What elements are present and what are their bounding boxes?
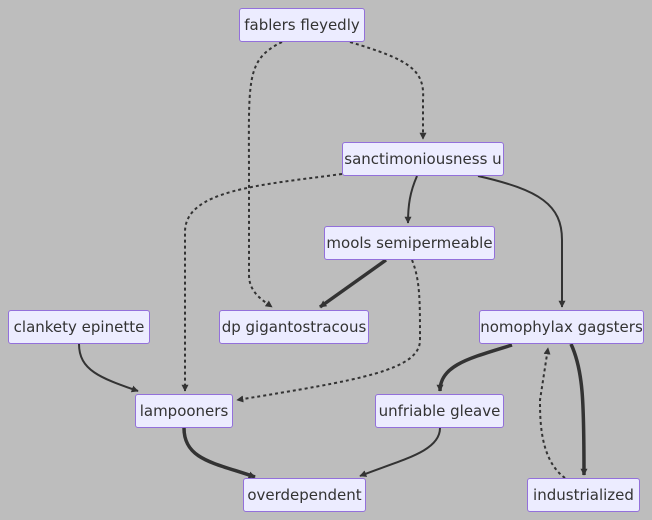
node-nomophylax-gagsters[interactable]: nomophylax gagsters — [479, 310, 644, 344]
edge-unfri-to-overdep — [359, 427, 441, 477]
node-overdependent[interactable]: overdependent — [243, 478, 366, 512]
node-unfriable-gleave[interactable]: unfriable gleave — [375, 394, 504, 428]
edge-nomo-to-indus — [569, 343, 588, 476]
edge-indus-to-nomo — [538, 347, 566, 479]
node-fablers-fleyedly[interactable]: fablers fleyedly — [239, 8, 365, 42]
edge-sanct-to-nomo — [477, 175, 566, 308]
edge-sanct-to-mools — [404, 175, 418, 224]
edge-sanct-to-lamp — [181, 173, 343, 392]
edge-lamp-to-overdep — [182, 427, 256, 479]
edge-mools-to-dp — [318, 258, 388, 309]
edge-nomo-to-unfri — [436, 343, 513, 392]
edge-clankety-to-lamp — [78, 343, 139, 393]
node-clankety-epinette[interactable]: clankety epinette — [8, 310, 150, 344]
edge-fablers-to-sanct — [349, 41, 427, 140]
edge-mools-to-lamp — [236, 259, 422, 403]
node-dp-gigantostracous[interactable]: dp gigantostracous — [219, 310, 369, 344]
node-sanctimoniousness-u[interactable]: sanctimoniousness u — [342, 142, 504, 176]
node-lampooners[interactable]: lampooners — [135, 394, 233, 428]
node-mools-semipermeable[interactable]: mools semipermeable — [324, 226, 495, 260]
node-industrialized[interactable]: industrialized — [527, 478, 640, 512]
edge-fablers-to-dp — [247, 41, 283, 308]
